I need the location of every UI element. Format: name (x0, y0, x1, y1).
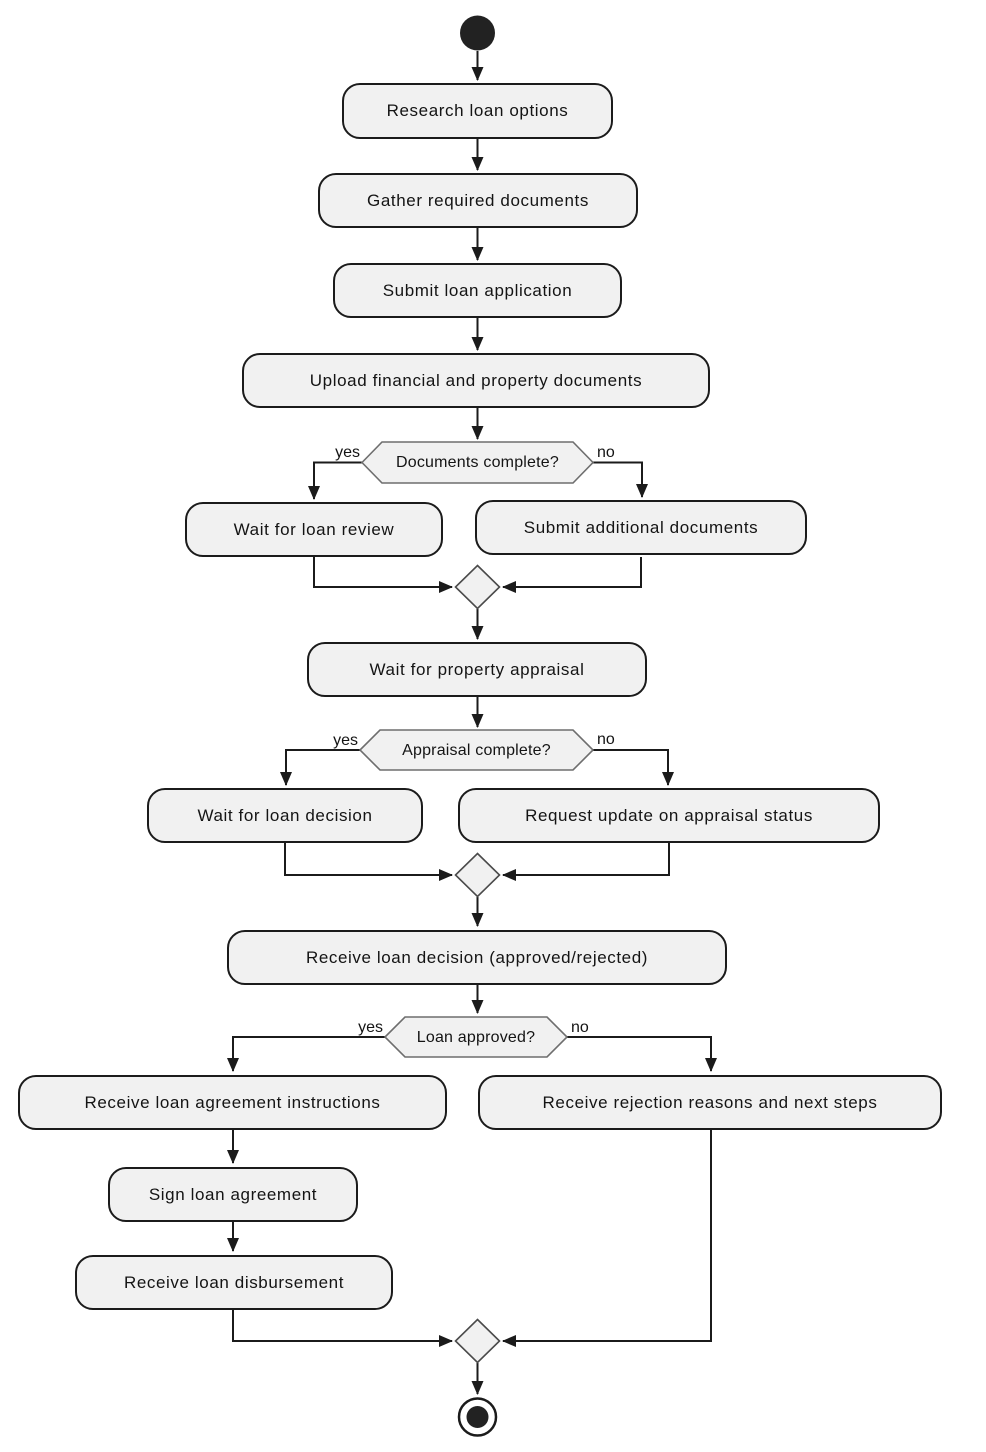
branch-label-appraisal-yes: yes (333, 732, 358, 749)
edge-decision1-no (593, 461, 648, 498)
activity-sign-loan-agreement: Sign loan agreement (108, 1167, 358, 1222)
activity-research-loan-options: Research loan options (342, 83, 613, 139)
activity-wait-for-loan-decision: Wait for loan decision (147, 788, 423, 843)
branch-label-approved-yes: yes (358, 1019, 383, 1036)
decision-appraisal-complete-shape (358, 729, 595, 771)
decision-loan-approved-label: Loan approved? (416, 1028, 536, 1046)
start-node (460, 15, 495, 51)
edge-requestupdate-to-merge2 (502, 843, 670, 881)
decision-documents-complete-shape (360, 441, 595, 484)
activity-gather-required-documents: Gather required documents (318, 173, 638, 228)
activity-submit-additional-documents: Submit additional documents (475, 500, 807, 555)
merge-diamond-3 (454, 1318, 501, 1364)
decision-appraisal-complete-label: Appraisal complete? (402, 741, 551, 759)
activity-receive-loan-agreement-instructions: Receive loan agreement instructions (18, 1075, 447, 1130)
activity-submit-loan-application: Submit loan application (333, 263, 622, 318)
merge-diamond-1 (454, 564, 501, 610)
branch-label-documents-no: no (597, 444, 615, 461)
activity-receive-rejection-reasons: Receive rejection reasons and next steps (478, 1075, 942, 1130)
edge-decision1-yes (308, 461, 362, 500)
branch-label-appraisal-no: no (597, 731, 615, 748)
activity-upload-financial-property-documents: Upload financial and property documents (242, 353, 710, 408)
branch-label-approved-no: no (571, 1019, 589, 1036)
end-node-core (466, 1406, 489, 1428)
edge-rejection-to-merge3 (502, 1130, 712, 1347)
edge-decision2-no (593, 749, 674, 786)
activity-wait-for-property-appraisal: Wait for property appraisal (307, 642, 647, 697)
edge-decision3-no (567, 1036, 717, 1072)
decision-documents-complete-label: Documents complete? (396, 453, 559, 471)
edge-waitdecision-to-merge2 (284, 843, 453, 881)
activity-receive-loan-disbursement: Receive loan disbursement (75, 1255, 393, 1310)
branch-label-documents-yes: yes (335, 444, 360, 461)
decision-loan-approved-shape (383, 1016, 569, 1058)
edge-disbursement-to-merge3 (232, 1310, 453, 1347)
edge-additional-to-merge1 (502, 557, 642, 593)
activity-request-update-appraisal-status: Request update on appraisal status (458, 788, 880, 843)
edge-waitreview-to-merge1 (313, 557, 453, 593)
activity-receive-loan-decision: Receive loan decision (approved/rejected… (227, 930, 727, 985)
activity-wait-for-loan-review: Wait for loan review (185, 502, 443, 557)
edge-decision2-yes (280, 749, 360, 786)
edge-decision3-yes (227, 1036, 385, 1072)
merge-diamond-2 (454, 852, 501, 898)
